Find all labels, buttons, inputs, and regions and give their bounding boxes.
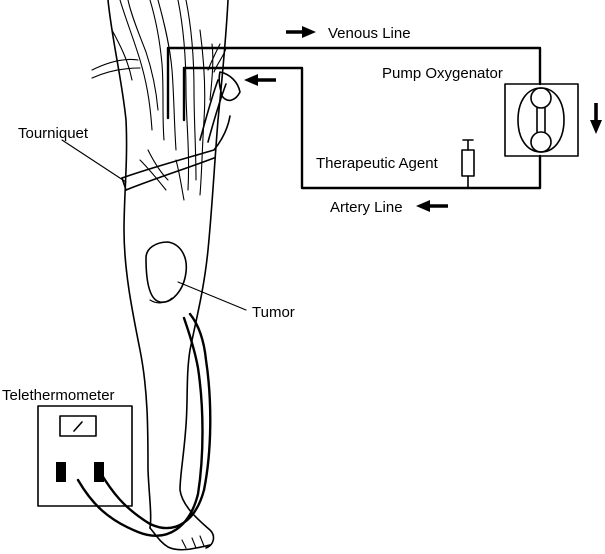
pump-housing — [504, 83, 579, 157]
pump-oxygenator-label: Pump Oxygenator — [382, 65, 503, 82]
arrow-left-icon — [244, 74, 276, 86]
vein — [149, 0, 165, 141]
tourniquet-band-upper — [125, 157, 215, 191]
vein — [209, 43, 214, 101]
probe-cables — [76, 312, 212, 537]
perfusion-circuit — [166, 46, 542, 190]
arrow-down-icon — [590, 103, 602, 134]
foot — [149, 527, 211, 551]
probe-cable-outer — [98, 312, 212, 530]
tourniquet-tail — [199, 79, 227, 143]
venous-line-label: Venous Line — [328, 25, 411, 42]
pump-shaft — [536, 107, 546, 133]
tumor-leader — [177, 281, 247, 311]
vein — [91, 58, 141, 79]
pump-chamber — [517, 87, 565, 153]
tourniquet-leader — [61, 139, 127, 183]
tourniquet-knot — [218, 71, 241, 102]
vein — [175, 159, 185, 201]
arterial-line-tube — [182, 66, 542, 190]
vein — [199, 29, 206, 196]
venous-line-tube — [166, 46, 542, 120]
tourniquet-band-lower — [121, 115, 231, 179]
telethermometer-housing — [37, 405, 133, 507]
gauge-needle-icon — [73, 421, 83, 432]
vein — [157, 0, 177, 151]
tumor-label: Tumor — [252, 304, 295, 321]
leg-outline-right — [179, 0, 229, 549]
tumor — [145, 241, 188, 303]
vein — [119, 0, 153, 131]
artery-line-label: Artery Line — [330, 199, 403, 216]
syringe-icon — [461, 139, 475, 177]
probe-jack-left — [56, 462, 66, 482]
toe-lines — [181, 535, 205, 549]
vein — [127, 0, 159, 111]
veins — [91, 0, 214, 201]
vein — [111, 29, 133, 81]
telethermometer-label: Telethermometer — [2, 387, 115, 404]
pump-oxygenator — [504, 83, 579, 157]
probe-cable-inner — [76, 316, 204, 537]
vein — [185, 0, 197, 181]
pump-roller-bottom — [530, 131, 552, 153]
pump-roller-top — [530, 87, 552, 109]
leg-outline-left — [107, 0, 152, 529]
therapeutic-agent-label: Therapeutic Agent — [316, 155, 439, 172]
telethermometer-display — [59, 415, 97, 437]
tourniquet — [121, 43, 241, 191]
tourniquet-label: Tourniquet — [18, 125, 89, 142]
arrow-left-icon — [416, 200, 448, 212]
arrow-right-icon — [286, 26, 316, 38]
leg — [107, 0, 229, 551]
